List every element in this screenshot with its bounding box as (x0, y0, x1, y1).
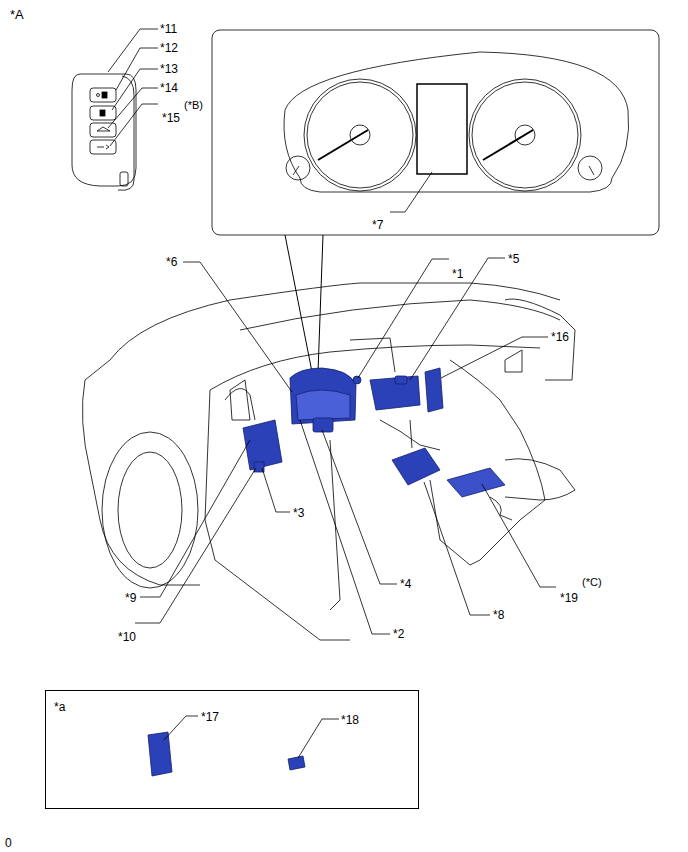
callout-number: *15 (162, 112, 180, 124)
callout-number: (*B) (184, 100, 203, 111)
callout-number: *4 (400, 578, 411, 590)
callout-number: *3 (293, 507, 304, 519)
callout-number: *19 (560, 592, 578, 604)
callout-number: *17 (201, 711, 219, 723)
callout-number: *A (10, 8, 24, 21)
callout-number: *7 (372, 219, 383, 231)
callout-number: *18 (341, 714, 359, 726)
callout-number: *11 (160, 23, 177, 35)
callout-number: *2 (393, 628, 404, 640)
callout-number: *1 (452, 268, 463, 280)
callout-number: *13 (160, 63, 178, 75)
inset-box: *a (45, 690, 419, 809)
callout-number: *8 (493, 609, 504, 621)
inset-label: *a (54, 701, 65, 713)
page-number: 0 (5, 837, 12, 849)
callout-number: *12 (160, 42, 178, 54)
callout-number: *16 (551, 331, 569, 343)
callout-number: (*C) (582, 577, 602, 588)
callout-number: *6 (166, 256, 177, 268)
callout-number: *10 (118, 631, 136, 643)
callout-number: *5 (508, 253, 519, 265)
callout-number: *14 (160, 82, 178, 94)
callout-number: *9 (125, 592, 136, 604)
